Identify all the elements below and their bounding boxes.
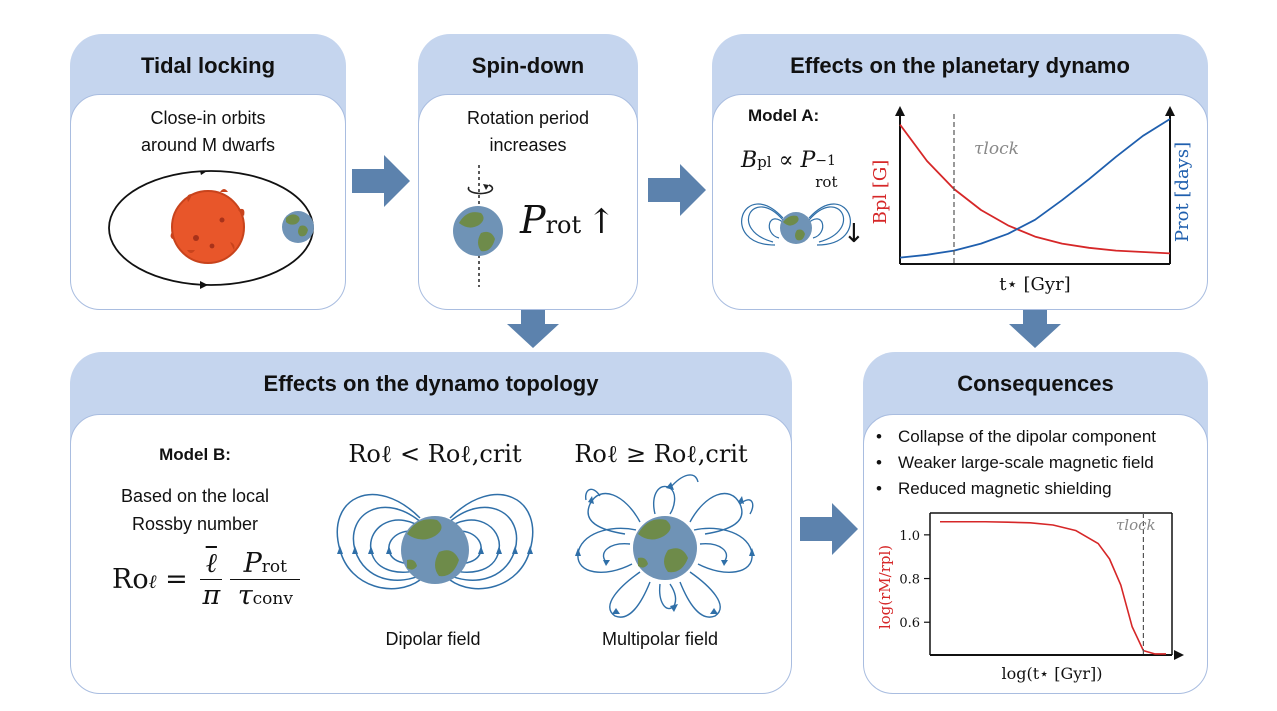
y-axis-right-arrowhead bbox=[1165, 106, 1175, 116]
y-axis-left-label: Bpl [G] bbox=[870, 160, 891, 225]
orbit-arrow-top bbox=[200, 170, 208, 175]
model-b-label: Model B: bbox=[159, 445, 231, 464]
spinning-planet bbox=[453, 165, 503, 287]
planet-icon bbox=[282, 211, 314, 243]
panel-title: Consequences bbox=[957, 371, 1114, 396]
tidal-line-1: Close-in orbits bbox=[150, 108, 266, 128]
spin-line-2: increases bbox=[489, 135, 567, 155]
x-axis-label: log(t⋆ [Gyr]) bbox=[1002, 664, 1103, 683]
tidal-line-2: around M dwarfs bbox=[140, 135, 276, 155]
panel-title: Effects on the dynamo topology bbox=[263, 371, 599, 396]
y-axis-label: log(rM/rpl) bbox=[876, 545, 894, 629]
orbit-diagram bbox=[108, 170, 314, 289]
dipole-small: ↓ bbox=[741, 203, 865, 249]
spin-line-1: Rotation period bbox=[466, 108, 590, 128]
rossby-equation: Roℓ = ℓ π Prot τconv bbox=[112, 548, 301, 611]
planet-icon bbox=[633, 516, 697, 580]
star-icon bbox=[170, 189, 245, 264]
flow-arrow-down-2 bbox=[1009, 310, 1061, 348]
y-tick-label: 0.6 bbox=[899, 616, 920, 631]
prot-increase-symbol: Prot↑ bbox=[520, 198, 616, 242]
multipolar-field-diagram bbox=[575, 474, 755, 618]
multipolar-field-label: Multipolar field bbox=[601, 629, 719, 649]
magnetosphere-chart: 0.6 0.8 1.0 τlock log(t⋆ [Gyr]) log(rM/rpl… bbox=[876, 512, 1184, 683]
flow-arrow-right-2 bbox=[648, 164, 706, 216]
dipolar-field-diagram bbox=[336, 493, 534, 590]
planet-icon bbox=[453, 206, 503, 256]
svg-text:↓: ↓ bbox=[843, 219, 865, 249]
vline-label: τlock bbox=[974, 139, 1019, 159]
planet-icon bbox=[401, 516, 469, 584]
dipolar-field-label: Dipolar field bbox=[385, 629, 481, 649]
vline-label: τlock bbox=[1116, 516, 1156, 534]
panel-title: Effects on the planetary dynamo bbox=[790, 53, 1130, 78]
x-axis-label: t⋆ [Gyr] bbox=[999, 274, 1070, 295]
flow-arrow-right-3 bbox=[800, 503, 858, 555]
model-a-label: Model A: bbox=[748, 106, 820, 125]
model-b-desc-1: Based on the local bbox=[120, 486, 270, 506]
planet-icon bbox=[780, 212, 812, 244]
flow-arrow-right-1 bbox=[352, 155, 410, 207]
panel-title: Spin-down bbox=[471, 53, 585, 78]
panel-title: Tidal locking bbox=[140, 53, 276, 78]
list-item: Weaker large-scale magnetic field bbox=[872, 450, 1156, 476]
list-item: Collapse of the dipolar component bbox=[872, 424, 1156, 450]
panel-body bbox=[70, 94, 346, 310]
panel-body bbox=[418, 94, 638, 310]
flow-arrow-down-1 bbox=[507, 310, 559, 348]
y-tick-label: 1.0 bbox=[899, 529, 920, 544]
panel-spin-down: Spin-down bbox=[418, 34, 638, 310]
list-item: Reduced magnetic shielding bbox=[872, 476, 1156, 502]
x-axis-arrowhead bbox=[1174, 650, 1184, 660]
series-line bbox=[899, 124, 1171, 255]
consequences-list: Collapse of the dipolar component Weaker… bbox=[872, 424, 1156, 502]
dipolar-condition: Roℓ < Roℓ,crit bbox=[348, 440, 522, 468]
panel-body bbox=[712, 94, 1208, 310]
y-axis-right-label: Prot [days] bbox=[1172, 142, 1193, 242]
y-axis-left-arrowhead bbox=[895, 106, 905, 116]
y-tick-label: 0.8 bbox=[899, 573, 920, 588]
orbit-arrow-bottom bbox=[200, 281, 208, 289]
multipolar-condition: Roℓ ≥ Roℓ,crit bbox=[574, 440, 748, 468]
series-line bbox=[940, 520, 1166, 655]
model-b-desc-2: Rossby number bbox=[131, 514, 259, 534]
bpl-prot-chart: τlock t⋆ [Gyr] Bpl [G] Prot [days] bbox=[870, 106, 1193, 295]
panel-tidal-locking: Tidal locking bbox=[70, 34, 346, 310]
series-line bbox=[899, 118, 1171, 259]
